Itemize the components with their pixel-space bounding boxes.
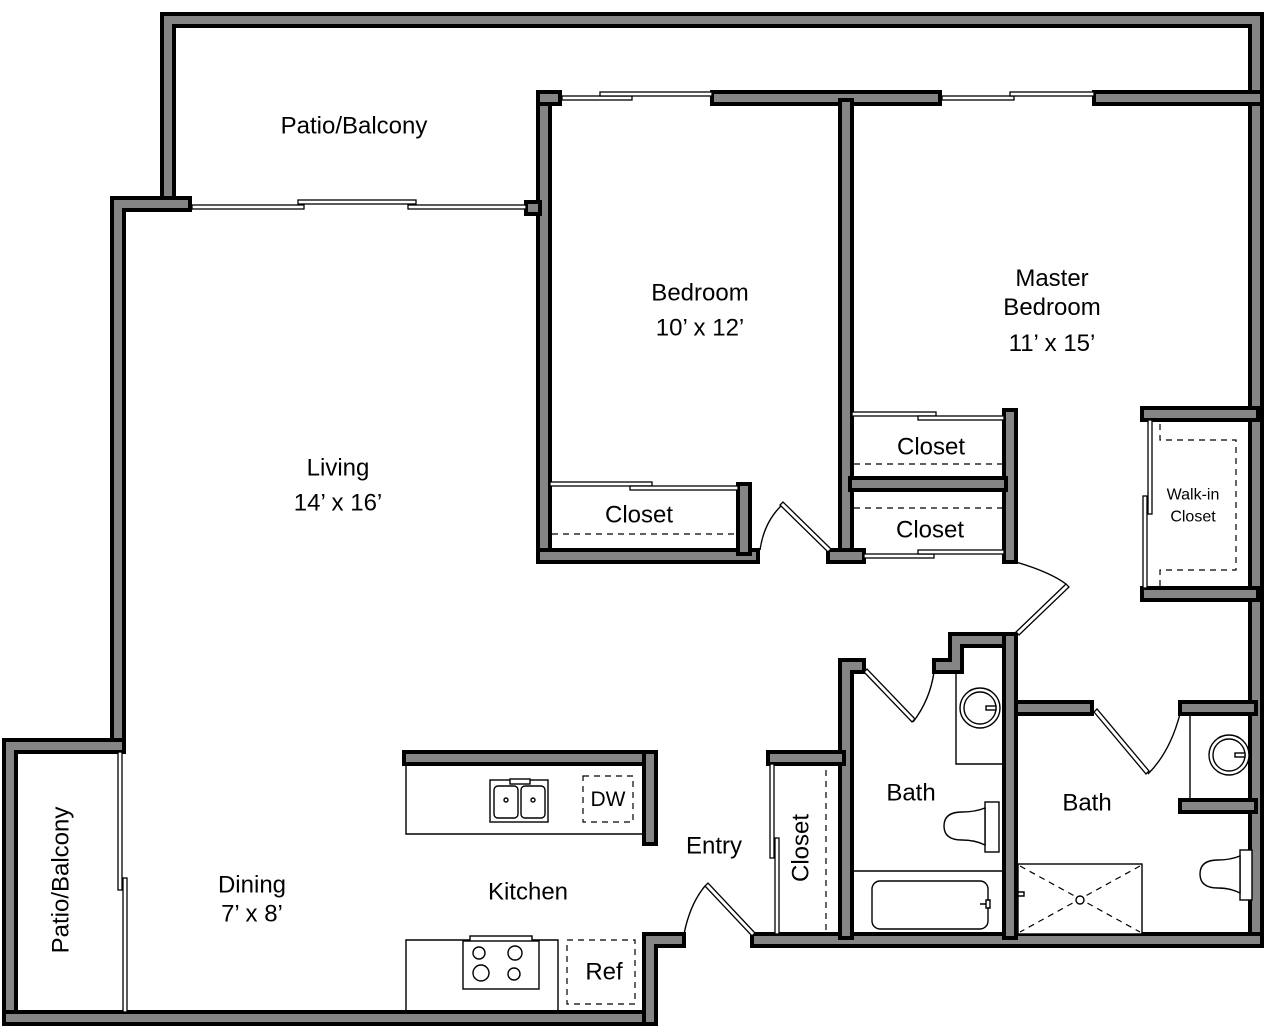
room-name: Bedroom: [651, 279, 749, 307]
room-label-bath-hall: Bath: [886, 779, 936, 807]
wall-bottom: [2, 1010, 658, 1026]
room-label-dining: Dining 7’ x 8’: [218, 871, 286, 930]
wall-walkin-bottom: [1140, 586, 1260, 602]
double-sink-icon: [489, 778, 549, 823]
toilet-icon: [1199, 849, 1253, 901]
wall-hall-bath-left: [838, 658, 866, 940]
wall-master-bath-top-left: [1014, 700, 1094, 716]
room-label-closet-master-lower: Closet: [895, 516, 965, 544]
room-label-bath-master: Bath: [1062, 789, 1112, 817]
room-label-master-bedroom: Master Bedroom 11’ x 15’: [1003, 264, 1100, 358]
room-label-kitchen: Kitchen: [487, 878, 569, 906]
room-label-patio-top: Patio/Balcony: [280, 112, 428, 140]
closet-rods: [552, 424, 1237, 932]
vanity-counter: [955, 672, 1004, 765]
wall-bedroom-top-mid: [710, 90, 942, 106]
refrigerator-outline: [566, 939, 636, 1005]
bedroom-walls: [524, 90, 1264, 602]
wall-hall-stub: [826, 548, 866, 564]
room-name: Living: [306, 454, 370, 482]
wall-kitchen-counter-top: [402, 750, 658, 766]
windows-and-sliders: [117, 91, 1153, 1013]
wall-bedroom-left: [536, 90, 552, 564]
wall-master-bath-vanity-bottom: [1178, 798, 1258, 814]
wall-bedroom-divider: [838, 98, 854, 564]
wall-kitchen-jog: [642, 932, 686, 1026]
room-name-line2: Bedroom: [1003, 294, 1101, 322]
wall-kitchen-counter-right: [642, 750, 658, 846]
doors: [683, 501, 1181, 937]
dishwasher-label: DW: [590, 788, 626, 812]
wall-bedroom-closet-right: [736, 482, 752, 556]
wall-walkin-top: [1140, 406, 1260, 422]
wall-master-bath-top-right: [1178, 700, 1258, 716]
room-label-entry: Entry: [685, 832, 743, 860]
kitchen-upper-counter: [405, 764, 644, 835]
bath-walls: [766, 632, 1258, 940]
room-label-closet-master-upper: Closet: [896, 433, 966, 461]
room-label-bedroom: Bedroom 10’ x 12’: [651, 279, 748, 344]
kitchen-counters: [402, 750, 658, 1012]
wall-bedroom-left-stub: [524, 200, 542, 216]
wall-bedroom-closet-bottom: [536, 548, 760, 564]
room-size: 7’ x 8’: [221, 901, 283, 928]
room-size: 10’ x 12’: [655, 315, 745, 342]
stove-icon: [462, 935, 540, 990]
wall-top-patio: [160, 12, 1264, 202]
room-label-walk-in-closet: Walk-in Closet: [1166, 486, 1220, 525]
wall-left-living: [110, 196, 192, 750]
sink-icon: [959, 687, 1001, 729]
wall-master-top-right: [1092, 90, 1264, 106]
room-label-patio-left: Patio/Balcony: [47, 806, 75, 954]
room-label-closet-entry: Closet: [787, 813, 815, 883]
room-size: 11’ x 15’: [1008, 329, 1096, 357]
room-name: Dining: [217, 871, 287, 899]
room-label-living: Living 14’ x 16’: [294, 454, 383, 519]
wall-bedroom-top-stub: [536, 90, 562, 106]
toilet-icon: [943, 801, 1000, 853]
wall-entry-closet-top: [766, 750, 846, 766]
bathtub-icon: [871, 880, 991, 930]
wall-bath-divider: [1002, 632, 1018, 940]
wall-master-closet-mid: [848, 476, 1008, 492]
refrigerator-label: Ref: [585, 958, 623, 986]
dishwasher-outline: [582, 775, 634, 823]
shower-icon: [1017, 863, 1143, 935]
bath-fixtures: [852, 672, 1253, 935]
room-name-line1: Master: [1015, 265, 1089, 293]
room-size: 14’ x 16’: [293, 490, 383, 517]
room-label-closet-bedroom: Closet: [604, 501, 674, 529]
sink-icon: [1208, 734, 1250, 776]
